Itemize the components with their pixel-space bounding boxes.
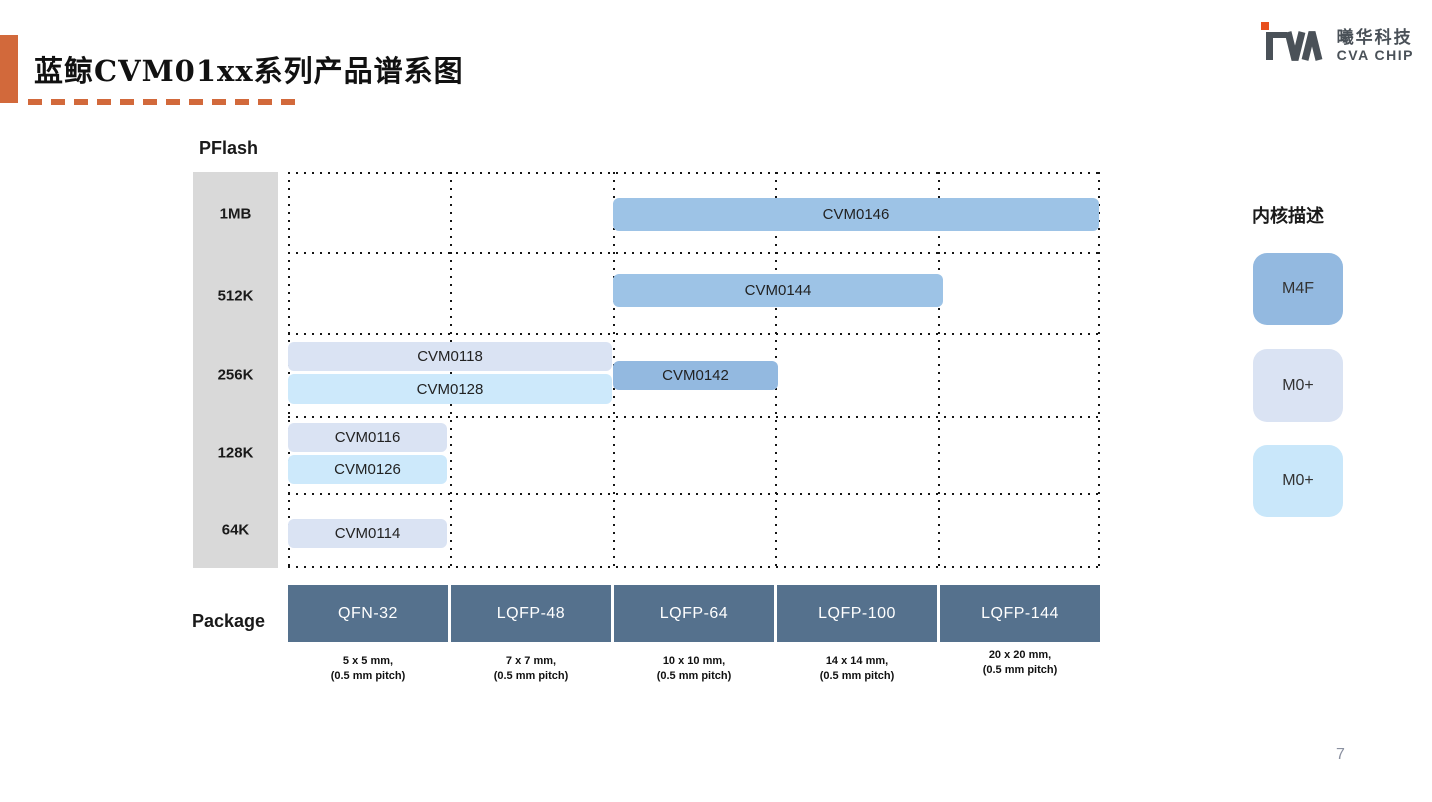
package-header-row: QFN-32 LQFP-48 LQFP-64 LQFP-100 LQFP-144: [288, 585, 1100, 642]
grid-line-horizontal: [288, 333, 1100, 335]
grid-line-horizontal: [288, 416, 1100, 418]
cva-logo-icon: [1260, 22, 1327, 69]
grid-line-horizontal: [288, 172, 1100, 174]
legend-title: 内核描述: [1252, 206, 1324, 226]
company-logo: 曦华科技 CVA CHIP: [1260, 22, 1414, 69]
logo-text: 曦华科技 CVA CHIP: [1337, 28, 1414, 64]
package-dimensions: 14 x 14 mm,: [825, 655, 889, 667]
flash-axis-column: 1MB 512K 256K 128K 64K: [193, 172, 278, 568]
page-title: 蓝鲸CVM01xx系列产品谱系图: [34, 54, 464, 88]
legend-item-m0plus-2: M0+: [1253, 445, 1343, 517]
package-header-lqfp48: LQFP-48: [451, 585, 611, 642]
package-size-lqfp48: 7 x 7 mm, (0.5 mm pitch): [451, 654, 611, 684]
package-dimensions: 7 x 7 mm,: [505, 655, 557, 667]
product-bar-cvm0126: CVM0126: [288, 455, 447, 484]
package-header-qfn32: QFN-32: [288, 585, 448, 642]
company-name-en: CVA CHIP: [1336, 47, 1414, 64]
product-bar-cvm0142: CVM0142: [613, 361, 778, 390]
flash-row-label-512k: 512K: [217, 287, 254, 305]
flash-row-label-128k: 128K: [217, 444, 254, 462]
grid-line-vertical: [1098, 172, 1100, 568]
package-header-lqfp144: LQFP-144: [940, 585, 1100, 642]
product-grid: CVM0146 CVM0144 CVM0118 CVM0128 CVM0142 …: [288, 172, 1100, 568]
package-header-lqfp100: LQFP-100: [777, 585, 937, 642]
product-bar-cvm0146: CVM0146: [613, 198, 1099, 231]
x-axis-title: Package: [192, 611, 266, 631]
grid-line-vertical: [938, 172, 940, 568]
package-dimensions: 20 x 20 mm,: [988, 649, 1052, 661]
product-bar-cvm0118: CVM0118: [288, 342, 612, 371]
package-size-qfn32: 5 x 5 mm, (0.5 mm pitch): [288, 654, 448, 684]
package-size-lqfp144: 20 x 20 mm, (0.5 mm pitch): [940, 648, 1100, 678]
company-name-cn: 曦华科技: [1336, 27, 1413, 47]
product-bar-cvm0116: CVM0116: [288, 423, 447, 452]
package-pitch: (0.5 mm pitch): [656, 669, 732, 682]
grid-line-horizontal: [288, 566, 1100, 568]
page-number: 7: [1336, 746, 1345, 763]
package-pitch: (0.5 mm pitch): [982, 663, 1058, 676]
package-dimensions: 10 x 10 mm,: [662, 655, 726, 667]
title-underline-dashes: [28, 99, 296, 105]
legend-item-m4f: M4F: [1253, 253, 1343, 325]
package-size-lqfp100: 14 x 14 mm, (0.5 mm pitch): [777, 654, 937, 684]
product-bar-cvm0128: CVM0128: [288, 374, 612, 404]
product-bar-cvm0114: CVM0114: [288, 519, 447, 548]
flash-row-label-256k: 256K: [217, 366, 254, 384]
y-axis-title: PFlash: [199, 138, 259, 158]
product-bar-cvm0144: CVM0144: [613, 274, 943, 307]
package-pitch: (0.5 mm pitch): [819, 669, 895, 682]
grid-line-horizontal: [288, 252, 1100, 254]
flash-row-label-1mb: 1MB: [219, 205, 252, 223]
legend-item-m0plus-1: M0+: [1253, 349, 1343, 422]
package-pitch: (0.5 mm pitch): [330, 669, 406, 682]
package-dimensions: 5 x 5 mm,: [342, 655, 394, 667]
flash-row-label-64k: 64K: [221, 521, 250, 539]
package-header-lqfp64: LQFP-64: [614, 585, 774, 642]
package-pitch: (0.5 mm pitch): [493, 669, 569, 682]
package-size-row: 5 x 5 mm, (0.5 mm pitch) 7 x 7 mm, (0.5 …: [288, 649, 1100, 684]
package-size-lqfp64: 10 x 10 mm, (0.5 mm pitch): [614, 654, 774, 684]
grid-line-vertical: [288, 172, 290, 568]
title-accent-bar: [0, 35, 18, 103]
grid-line-horizontal: [288, 493, 1100, 495]
